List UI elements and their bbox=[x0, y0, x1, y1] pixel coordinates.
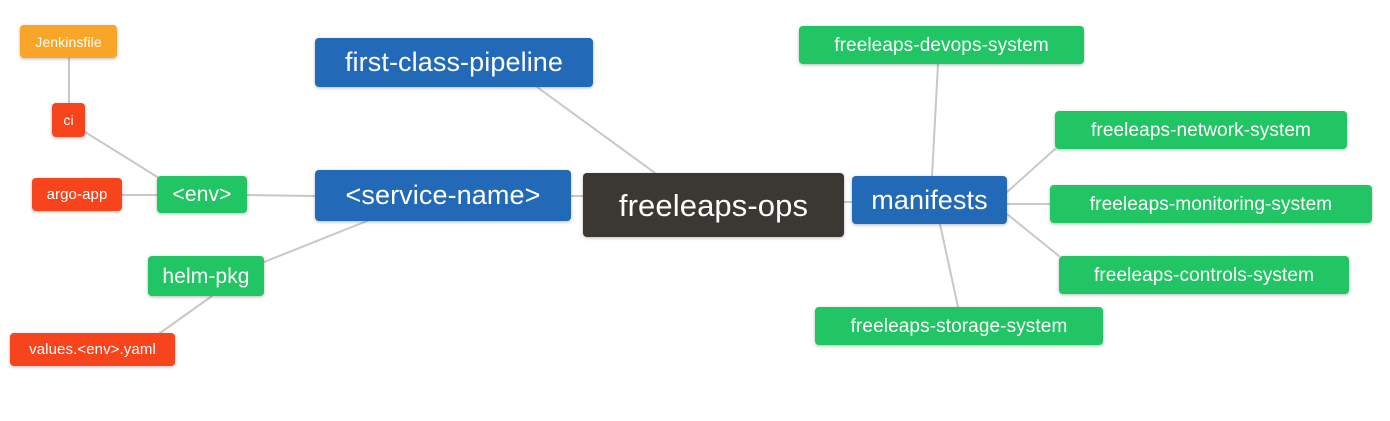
mindmap-edge-values-yaml-to-helm-pkg bbox=[159, 295, 213, 334]
mindmap-edge-manifests-to-storage-system bbox=[939, 223, 959, 308]
mindmap-node-freeleaps-ops[interactable]: freeleaps-ops bbox=[583, 173, 844, 237]
mindmap-node-argo-app[interactable]: argo-app bbox=[32, 178, 122, 211]
mindmap-edge-manifests-to-network-system bbox=[1006, 148, 1056, 193]
mindmap-node-values-yaml[interactable]: values.<env>.yaml bbox=[10, 333, 175, 366]
mindmap-node-network-system[interactable]: freeleaps-network-system bbox=[1055, 111, 1347, 149]
mindmap-node-controls-system[interactable]: freeleaps-controls-system bbox=[1059, 256, 1349, 294]
mindmap-edge-env-to-service-name bbox=[246, 194, 316, 197]
mindmap-node-devops-system[interactable]: freeleaps-devops-system bbox=[799, 26, 1084, 64]
mindmap-node-manifests[interactable]: manifests bbox=[852, 176, 1007, 224]
mindmap-node-env[interactable]: <env> bbox=[157, 176, 247, 213]
mindmap-node-helm-pkg[interactable]: helm-pkg bbox=[148, 256, 264, 296]
mindmap-node-jenkinsfile[interactable]: Jenkinsfile bbox=[20, 25, 117, 58]
mindmap-node-monitoring-system[interactable]: freeleaps-monitoring-system bbox=[1050, 185, 1372, 223]
mindmap-edge-ci-to-env bbox=[84, 131, 160, 179]
mindmap-edge-first-class-pipeline-to-freeleaps-ops bbox=[536, 86, 656, 174]
mindmap-edge-helm-pkg-to-service-name bbox=[263, 220, 368, 263]
mindmap-node-storage-system[interactable]: freeleaps-storage-system bbox=[815, 307, 1103, 345]
mindmap-node-service-name[interactable]: <service-name> bbox=[315, 170, 571, 221]
mindmap-node-ci[interactable]: ci bbox=[52, 103, 85, 137]
mindmap-node-first-class-pipeline[interactable]: first-class-pipeline bbox=[315, 38, 593, 87]
mindmap-edge-manifests-to-devops-system bbox=[931, 63, 939, 177]
